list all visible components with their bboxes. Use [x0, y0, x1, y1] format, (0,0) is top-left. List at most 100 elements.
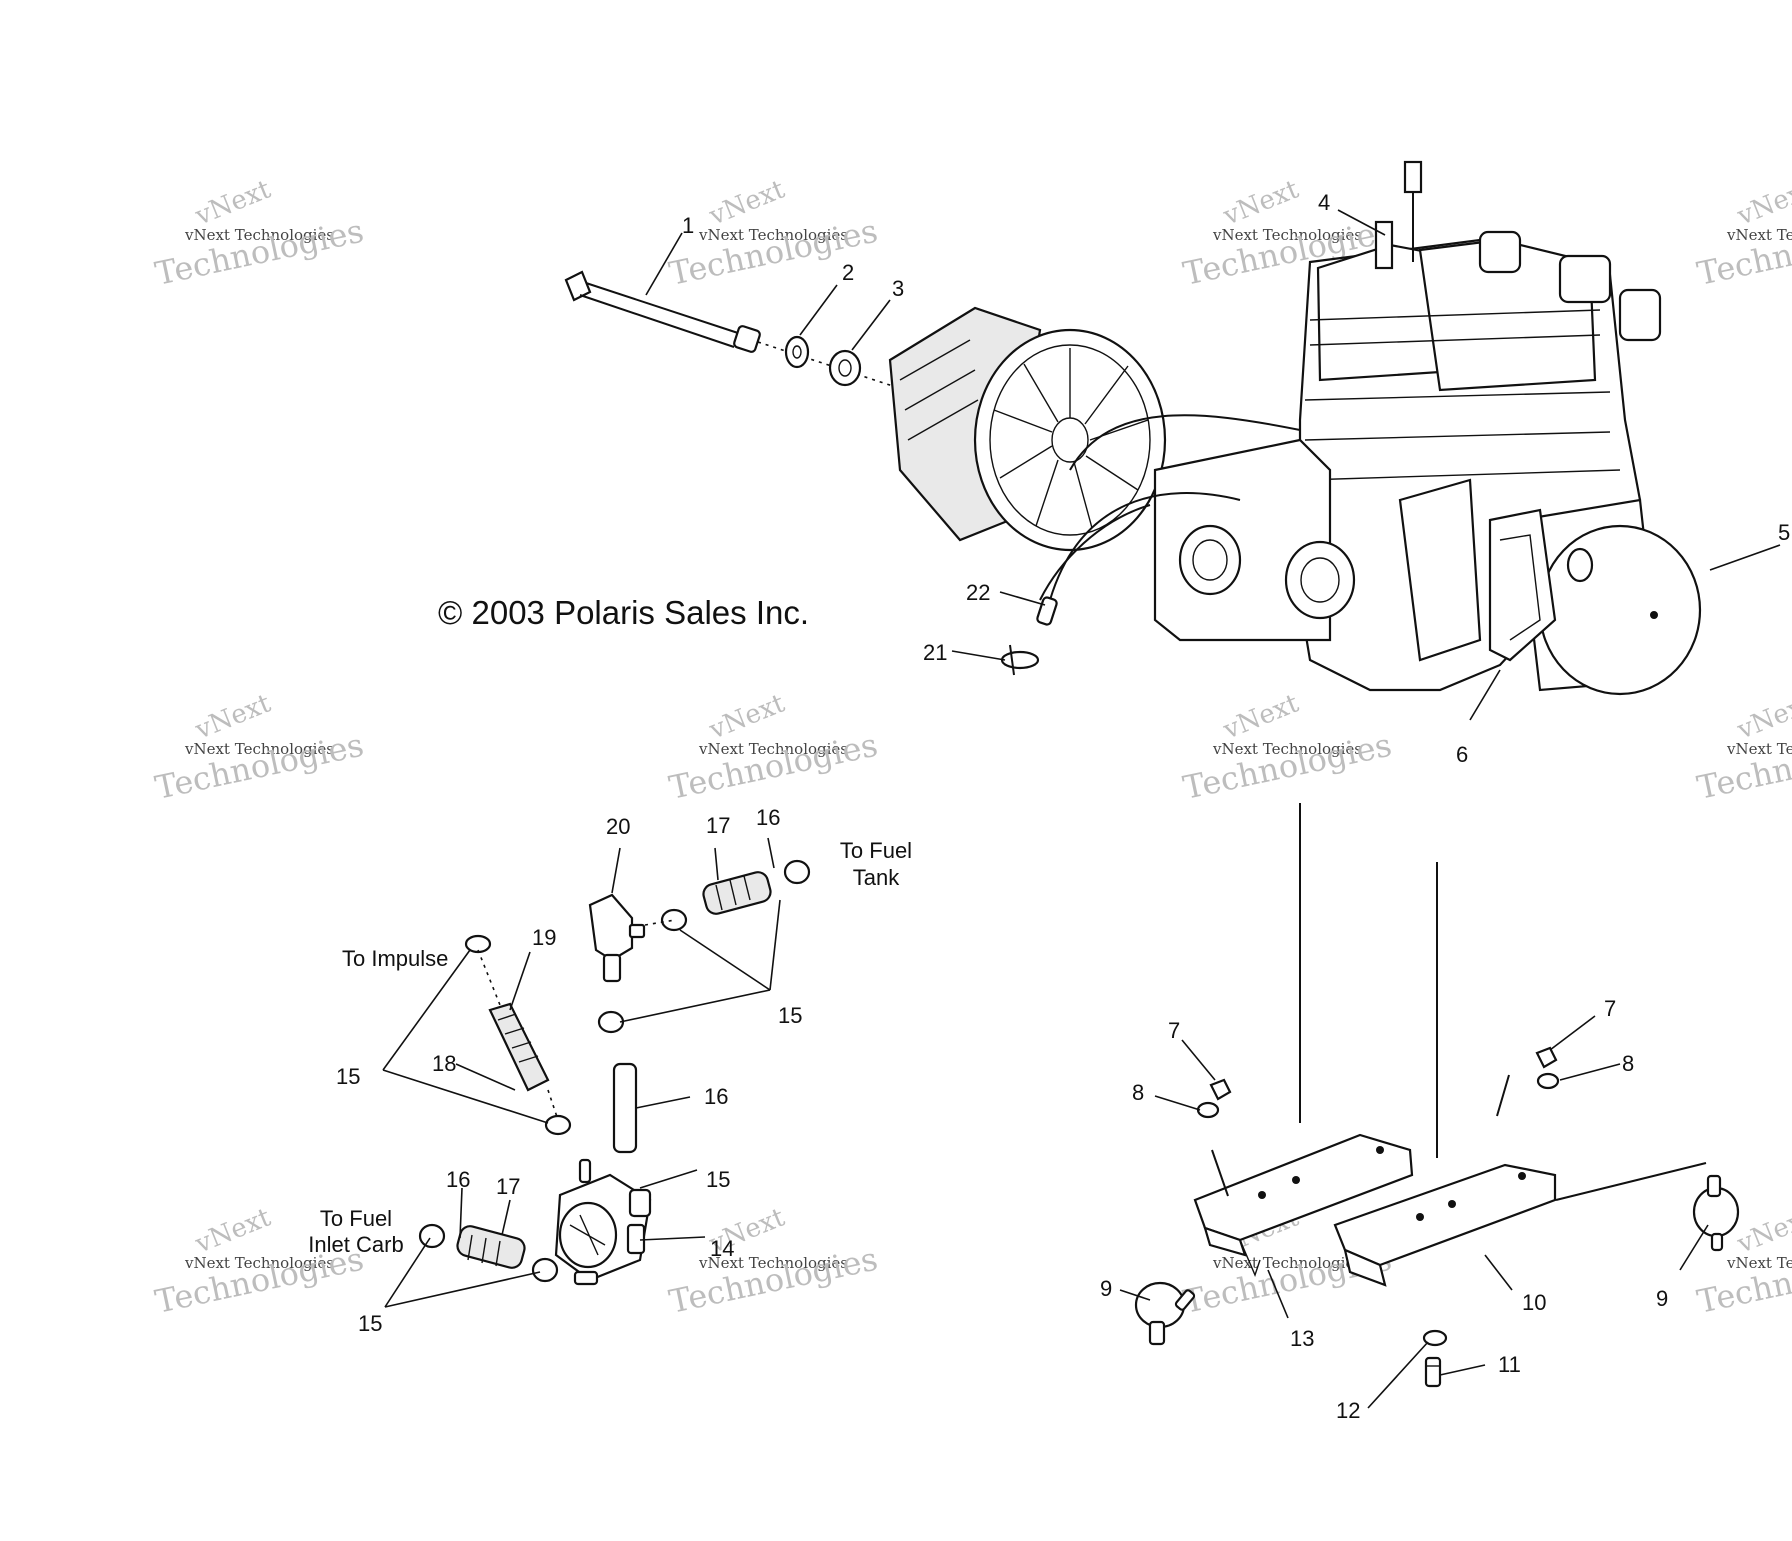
- callout-18: 18: [432, 1051, 456, 1076]
- routing-notes: To Fuel Tank To Impulse To Fuel Inlet Ca…: [308, 838, 912, 1257]
- mount-bracket-part-10: [1333, 1163, 1557, 1287]
- svg-text:vNext Technologies: vNext Technologies: [1726, 1254, 1792, 1272]
- callout-5: 5: [1778, 520, 1790, 545]
- mount-bracket-part-13: [1193, 1133, 1414, 1277]
- bolt-part-11: [1424, 1356, 1442, 1388]
- callout-7b: 7: [1604, 996, 1616, 1021]
- washer-part-2: [784, 335, 810, 369]
- watermark: vNext vNext Technologies Technologies: [152, 174, 367, 293]
- bolt-part-1: [564, 270, 761, 353]
- callout-15b: 15: [336, 1064, 360, 1089]
- note-to-fuel-tank-line1: To Fuel: [840, 838, 912, 863]
- svg-text:vNext: vNext: [1732, 688, 1792, 746]
- mount-guide-line: [1555, 1162, 1707, 1201]
- hose-part-17b: [456, 1225, 526, 1269]
- impulse-line: [547, 1089, 559, 1121]
- clutch-spokes: [993, 348, 1149, 529]
- svg-text:vNext Technologies: vNext Technologies: [1212, 226, 1362, 244]
- fuel-line: [644, 919, 676, 926]
- hose-part-17a: [702, 871, 772, 915]
- svg-text:vNext Technologies: vNext Technologies: [1212, 1254, 1362, 1272]
- svg-text:vNext Technologies: vNext Technologies: [698, 226, 848, 244]
- drive-clutch: [888, 306, 1167, 552]
- svg-text:vNext: vNext: [704, 174, 789, 232]
- callout-19: 19: [532, 925, 556, 950]
- note-to-fuel-tank-line2: Tank: [853, 865, 900, 890]
- mount-guide-line: [1496, 1074, 1510, 1117]
- svg-text:vNext Technologies: vNext Technologies: [184, 1254, 334, 1272]
- svg-text:Technologies: Technologies: [1180, 726, 1395, 807]
- callout-3: 3: [892, 276, 904, 301]
- svg-text:vNext: vNext: [190, 688, 275, 746]
- svg-text:vNext: vNext: [1218, 688, 1303, 746]
- callout-6: 6: [1456, 742, 1468, 767]
- callout-9a: 9: [1100, 1276, 1112, 1301]
- callout-4: 4: [1318, 190, 1330, 215]
- svg-text:vNext Technologies: vNext Technologies: [184, 226, 334, 244]
- note-to-fuel-inlet-line1: To Fuel: [320, 1206, 392, 1231]
- svg-text:vNext: vNext: [190, 1202, 275, 1260]
- svg-text:Technologies: Technologies: [152, 726, 367, 807]
- watermark: vNext vNext Technologies Technologies: [666, 688, 881, 807]
- callout-labels: 1 2 3 4 5 6 7 7 8 8 9 9 10 11 12 13 14 1…: [336, 190, 1790, 1423]
- callout-17a: 17: [706, 813, 730, 838]
- copyright-notice: © 2003 Polaris Sales Inc.: [438, 594, 809, 631]
- valve-part-20: [588, 893, 646, 983]
- callout-15d: 15: [358, 1311, 382, 1336]
- washer-part-8: [1196, 1072, 1560, 1119]
- hose-part-18: [488, 1002, 550, 1092]
- callout-22: 22: [966, 580, 990, 605]
- impulse-line: [477, 949, 501, 1006]
- hose-part-16: [612, 1062, 638, 1154]
- svg-text:Technologies: Technologies: [666, 1240, 881, 1321]
- mount-guide-line: [1211, 1149, 1229, 1197]
- svg-text:vNext: vNext: [1732, 1202, 1792, 1260]
- svg-text:vNext Technologies: vNext Technologies: [1726, 740, 1792, 758]
- watermark: vNext vNext Technologies Technologies: [1694, 688, 1792, 807]
- callout-8a: 8: [1132, 1080, 1144, 1105]
- svg-text:vNext Technologies: vNext Technologies: [698, 740, 848, 758]
- note-to-impulse: To Impulse: [342, 946, 448, 971]
- isolator-part-9: [1134, 1174, 1740, 1346]
- watermark: vNext vNext Technologies Technologies: [666, 1202, 881, 1321]
- callout-16c: 16: [446, 1167, 470, 1192]
- callout-17b: 17: [496, 1174, 520, 1199]
- engine-block: [1049, 160, 1662, 692]
- svg-text:vNext Technologies: vNext Technologies: [1212, 740, 1362, 758]
- callout-16b: 16: [704, 1084, 728, 1109]
- svg-text:vNext: vNext: [1218, 174, 1303, 232]
- bracket-part-6: [1488, 508, 1557, 662]
- callout-2: 2: [842, 260, 854, 285]
- callout-10: 10: [1522, 1290, 1546, 1315]
- callout-9b: 9: [1656, 1286, 1668, 1311]
- fuel-pump-part-14: [554, 1158, 652, 1286]
- callout-11: 11: [1498, 1352, 1521, 1377]
- svg-text:vNext Technologies: vNext Technologies: [1726, 226, 1792, 244]
- washer-part-12: [1422, 1329, 1448, 1347]
- callout-15a: 15: [778, 1003, 802, 1028]
- callout-7a: 7: [1168, 1018, 1180, 1043]
- svg-text:vNext: vNext: [190, 174, 275, 232]
- watermark: vNext vNext Technologies Technologies: [666, 174, 881, 293]
- svg-text:vNext: vNext: [704, 688, 789, 746]
- sensor-plug: [1403, 160, 1423, 194]
- svg-text:vNext: vNext: [1732, 174, 1792, 232]
- leader-lines: [382, 209, 1781, 1409]
- recoil-starter-part-5: [1518, 498, 1702, 696]
- callout-15c: 15: [706, 1167, 730, 1192]
- callout-20: 20: [606, 814, 630, 839]
- callout-16a: 16: [756, 805, 780, 830]
- watermark: vNext vNext Technologies Technologies: [1180, 688, 1395, 807]
- watermark: vNext vNext Technologies Technologies: [1694, 174, 1792, 293]
- svg-text:vNext Technologies: vNext Technologies: [698, 1254, 848, 1272]
- svg-text:vNext Technologies: vNext Technologies: [184, 740, 334, 758]
- note-to-fuel-inlet-line2: Inlet Carb: [308, 1232, 403, 1257]
- washer-part-3: [828, 349, 862, 387]
- callout-14: 14: [710, 1236, 734, 1261]
- callout-8b: 8: [1622, 1051, 1634, 1076]
- callout-13: 13: [1290, 1326, 1314, 1351]
- callout-1: 1: [682, 213, 694, 238]
- spark-plug: [1374, 220, 1394, 270]
